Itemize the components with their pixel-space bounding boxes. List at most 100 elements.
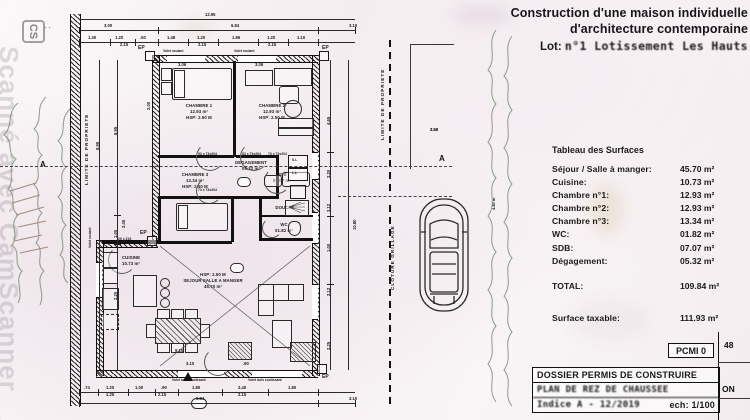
title-block-right-rule-2 <box>718 398 750 399</box>
dimension-right-2: 1.00 <box>326 243 331 252</box>
dimension-line-top-overall <box>79 19 355 20</box>
dining-chair-3 <box>185 309 198 319</box>
ep-box-kitchen <box>147 236 157 246</box>
partition-chambre3-right <box>231 196 234 242</box>
dim-tick <box>218 38 219 46</box>
dimension-left-0: 8.95 <box>95 141 100 150</box>
title-block-row-dossier: DOSSIER PERMIS DE CONSTRUIRE <box>533 368 719 383</box>
table-row-taxable: Surface taxable: 111.93 m² <box>552 313 742 323</box>
dim-tick <box>355 26 356 34</box>
room-hsp: HSP: 2.50 M <box>186 115 212 121</box>
limite-propriete-right-label: LIMITE DE PROPRIETE <box>380 68 385 140</box>
surface-value: 12.93 m² <box>680 203 715 214</box>
electrical-panel <box>290 185 306 199</box>
kitchen-counter-a <box>103 252 118 268</box>
title-block-right-rule-1 <box>718 362 750 363</box>
dim-tick <box>326 284 334 285</box>
dimension-bottom-sub-0: 1.25 <box>106 392 115 397</box>
dining-chair-2 <box>171 309 184 319</box>
sofa-corner <box>258 300 274 316</box>
surface-name: Chambre n°3: <box>552 216 610 227</box>
surface-name: Séjour / Salle à manger: <box>552 164 652 174</box>
partition-sejour-north <box>158 241 232 244</box>
table-row: Chambre n°3: 13.34 m² <box>552 216 742 226</box>
dimension-top-sub-1: 2.15 <box>198 42 207 47</box>
section-mark-a-left: A <box>40 160 46 169</box>
dimension-top-minor-6: 1.20 <box>267 35 276 40</box>
exterior-wall-left-lower <box>96 240 104 376</box>
header-lot-line: Lot: n°1 Lotissement Les Hauts <box>484 39 748 53</box>
taxable-label: Surface taxable: <box>552 312 620 323</box>
inner-dim-3: .90 <box>243 361 249 366</box>
room-area: 13.34 m² <box>186 178 204 184</box>
dining-chair-1 <box>157 309 170 319</box>
partition-kitchen-wall <box>102 241 158 244</box>
room-label-chambre2: CHAMBRE 2 12.93 m² HSP: 2.50 M <box>243 103 301 122</box>
dining-chair-7 <box>146 324 156 338</box>
inner-dim-5: 9.15 <box>175 348 184 353</box>
room-area: 10.73 m² <box>122 261 140 267</box>
volet-roulant-label-2: Volet roulant <box>234 49 255 53</box>
pillow-chambre3 <box>178 205 188 229</box>
table-row-total: TOTAL: 109.84 m² <box>552 281 742 291</box>
site-line-right <box>410 44 454 45</box>
dimension-bottom-minor-2: 1.00 <box>135 385 144 390</box>
title-block-row-scale: Indice A - 12/2019 ech: 1/100 <box>533 398 719 412</box>
title-block-indice: Indice A - 12/2019 <box>537 400 640 410</box>
toilet <box>288 221 301 236</box>
svg-text:A: A <box>40 160 46 169</box>
door-chambre2 <box>240 143 268 171</box>
ep-label-kitchen: EP <box>140 230 147 236</box>
sofa-seat-3 <box>288 284 304 301</box>
room-name: CHAMBRE 3 <box>181 172 209 177</box>
dim-tick <box>79 26 80 34</box>
inner-dim-1: 3.06 <box>255 62 264 67</box>
table-row: WC: 01.82 m² <box>552 229 742 239</box>
right-strip-top-text: 48 <box>724 340 734 350</box>
shelf-chambre2-b <box>278 128 314 136</box>
room-area: 12.93 m² <box>190 109 208 115</box>
door-kitchen <box>108 246 136 274</box>
dim-tick <box>268 388 269 396</box>
dim-tick <box>318 388 319 396</box>
room-name: CUISINE <box>121 255 141 260</box>
partition-douche-bottom <box>259 238 313 241</box>
fence-line-right-lower <box>389 205 391 405</box>
dimension-bottom-minor-3: .90 <box>161 385 167 390</box>
dimension-bottom-sub-1: 2.15 <box>158 392 167 397</box>
lave-linge-label: L.L <box>292 171 298 175</box>
dimension-right-1: 3.12 <box>326 203 331 212</box>
dimension-top-sub-2: 2.15 <box>268 42 277 47</box>
dimension-top-minor-2: .50 <box>140 35 146 40</box>
dimension-line-bottom-major <box>79 403 355 404</box>
window-bottom-2 <box>252 370 302 378</box>
total-value: 109.84 m² <box>680 280 720 291</box>
room-label-sejour: HSP: 2.50 M SEJOUR SALLE A MANGER 45.70 … <box>158 272 268 291</box>
ceiling-height-marker-degagement <box>237 177 251 187</box>
partition-wc-top <box>259 215 313 217</box>
dim-tick <box>318 26 319 34</box>
property-line-right-upper <box>389 40 391 195</box>
room-label-degagement: DEGAGEMENT 05.32 m² <box>218 160 284 172</box>
window-right-2 <box>312 212 318 244</box>
bed-chambre1 <box>172 68 232 100</box>
header-line-1: Construction d'une maison individuelle <box>510 6 748 20</box>
surface-name: WC: <box>552 229 570 240</box>
dimension-right-3: 2.12 <box>326 287 331 296</box>
hob-burner-2 <box>160 288 170 298</box>
partition-bedrooms-vertical <box>233 61 236 157</box>
inner-dim-2: 3.10 <box>186 361 195 366</box>
room-area: 45.70 m² <box>204 284 222 290</box>
site-reference-line-horizontal-2 <box>338 196 452 197</box>
dim-tick <box>258 38 259 46</box>
surfaces-table: Tableau des Surfaces Séjour / Salle à ma… <box>552 145 742 326</box>
room-name: DOUCHE <box>275 205 295 210</box>
table-row: Chambre n°1: 12.93 m² <box>552 190 742 200</box>
dimension-right-0: 2.20 <box>326 169 331 178</box>
hob-burner-3 <box>160 298 170 308</box>
dimension-line-bottom-minor <box>79 392 355 393</box>
dining-chair-5 <box>171 343 184 353</box>
right-strip-bottom-text: ON <box>722 384 735 394</box>
pcmi-badge: PCMI 0 <box>668 343 715 358</box>
dimension-line-top-minor <box>79 42 355 43</box>
